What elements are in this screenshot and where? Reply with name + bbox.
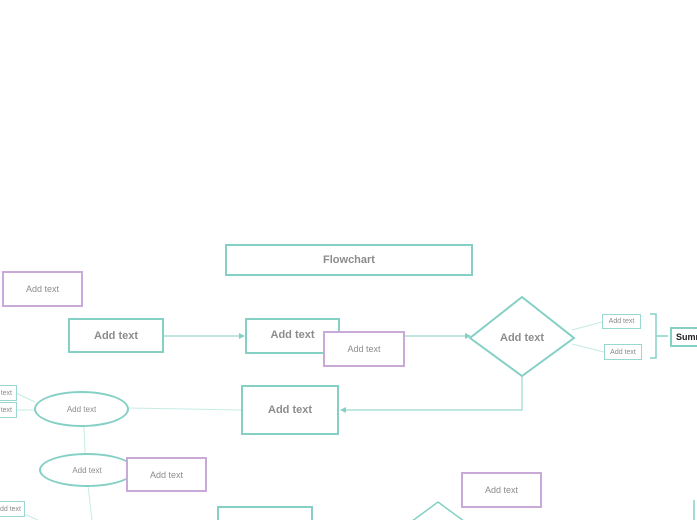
- oval-node-2-text: Add text: [72, 465, 102, 475]
- connector-oval2-down: [87, 485, 93, 520]
- branch-label-bottom-text: Add text: [610, 348, 636, 356]
- leaf-node-1-text: Add text: [0, 389, 12, 397]
- oval-node-1-text: Add text: [66, 404, 97, 414]
- connector-step3-to-oval1: [127, 407, 242, 411]
- leaf-node-3-text: Add text: [0, 505, 21, 513]
- note-bottom-right[interactable]: Add text: [461, 472, 542, 508]
- note-oval-2-text: Add text: [149, 469, 184, 480]
- partial-box-bottom[interactable]: [217, 506, 313, 520]
- branch-line-bottom: [571, 343, 605, 353]
- note-oval-2[interactable]: Add text: [126, 457, 207, 492]
- process-step-1[interactable]: Add text: [68, 318, 164, 353]
- note-top-left[interactable]: Add text: [2, 271, 83, 307]
- note-top-left-text: Add text: [25, 284, 60, 294]
- oval-node-1[interactable]: Add text: [34, 391, 129, 427]
- branch-label-top-text: Add text: [608, 318, 635, 325]
- process-step-3-text: Add text: [268, 404, 312, 416]
- connector-leaf3: [23, 513, 39, 520]
- oval-node-2[interactable]: Add text: [39, 453, 135, 487]
- note-step-2[interactable]: Add text: [323, 331, 405, 367]
- branch-line-top: [571, 321, 603, 331]
- note-step-2-text: Add text: [347, 344, 381, 354]
- process-step-1-text: Add text: [94, 329, 138, 342]
- summary-bracket: [650, 313, 668, 359]
- connector-oval1-to-leaf1: [15, 392, 36, 403]
- leaf-node-3[interactable]: Add text: [0, 501, 25, 517]
- arrow-decision-to-step3: [340, 376, 523, 413]
- leaf-node-2[interactable]: Add text: [0, 402, 17, 418]
- leaf-node-2-text: Add text: [0, 406, 12, 414]
- decision-diamond[interactable]: [468, 295, 576, 378]
- branch-label-bottom[interactable]: Add text: [604, 344, 642, 360]
- leaf-node-1[interactable]: Add text: [0, 385, 17, 401]
- connector-oval1-to-oval2: [83, 425, 86, 454]
- summary-box[interactable]: Summ: [670, 327, 697, 347]
- process-step-3[interactable]: Add text: [241, 385, 339, 435]
- decision-label: Add text: [500, 332, 544, 344]
- partial-diamond-bottom[interactable]: [400, 501, 476, 520]
- branch-label-top[interactable]: Add text: [602, 314, 641, 329]
- process-step-2-text: Add text: [270, 329, 315, 341]
- title-text: Flowchart: [323, 254, 375, 266]
- title-box[interactable]: Flowchart: [225, 244, 473, 276]
- note-bottom-right-text: Add text: [484, 485, 519, 495]
- summary-text: Summ: [676, 332, 697, 342]
